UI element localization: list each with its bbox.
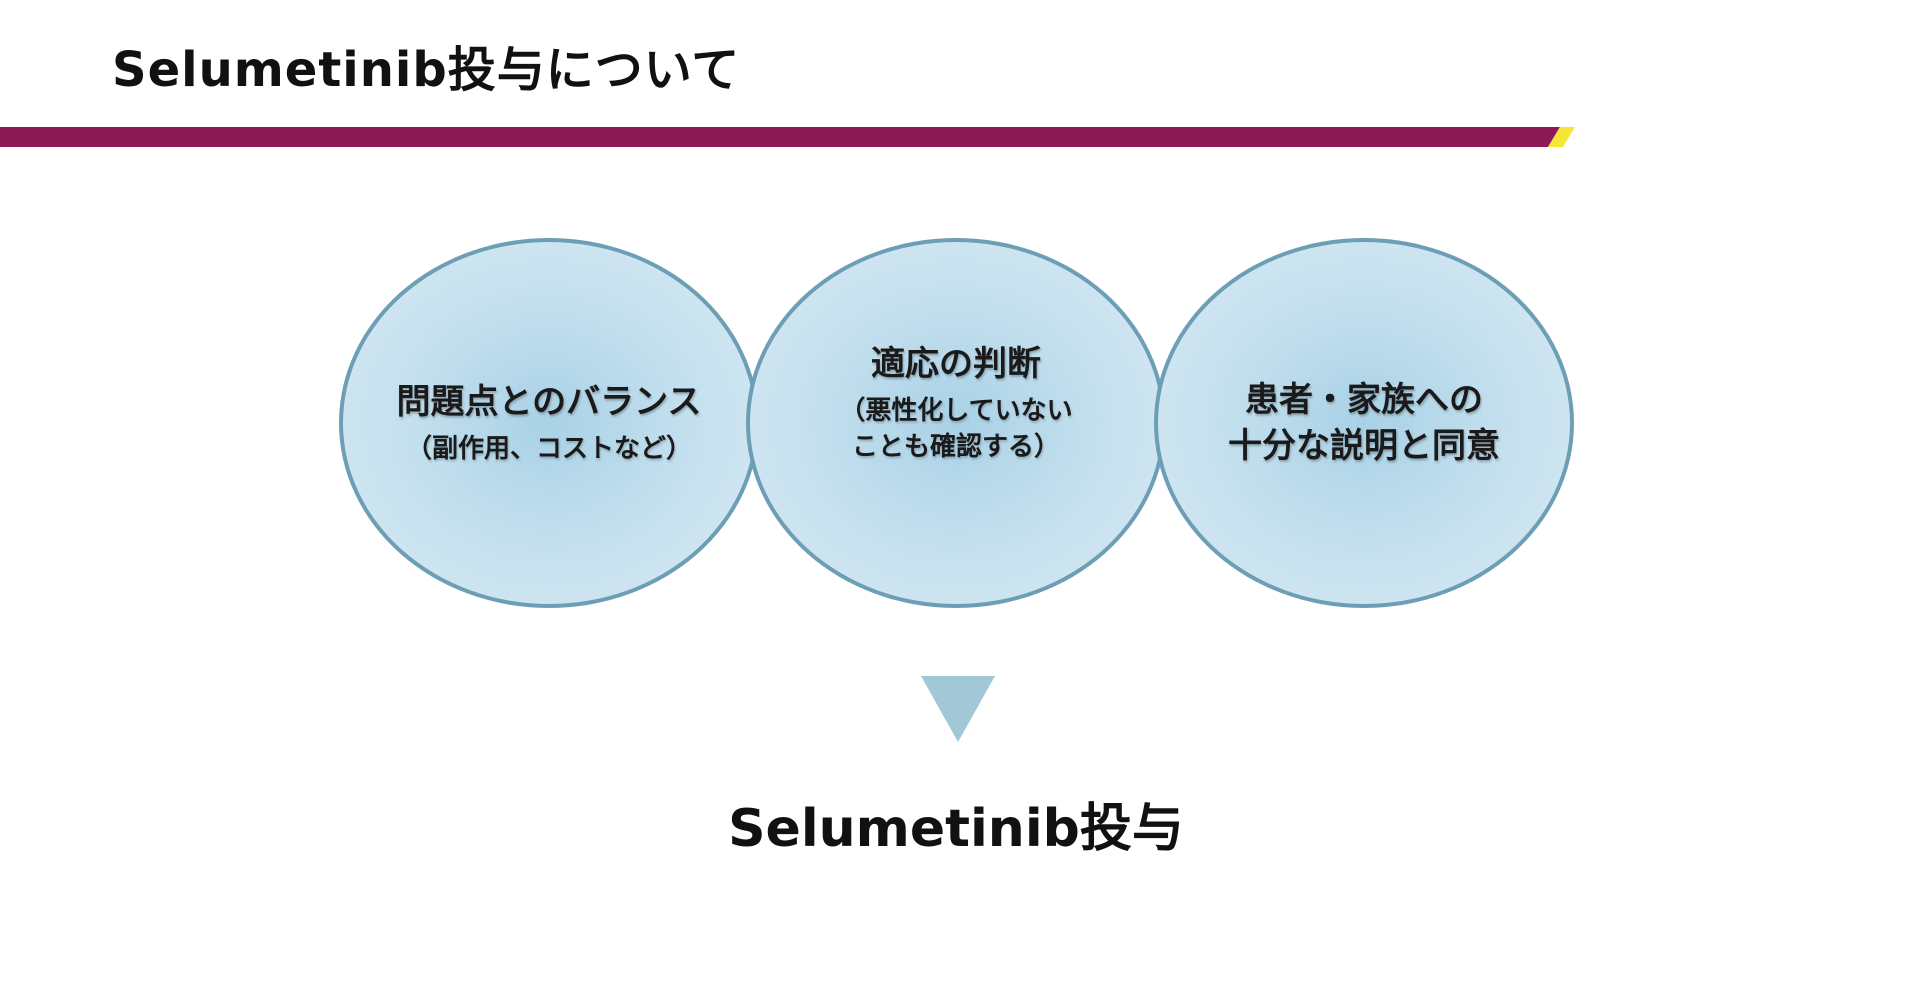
header-bar xyxy=(0,127,1575,147)
slide-title: Selumetinib投与について xyxy=(112,42,741,98)
consideration-circle-indication: 適応の判断 （悪性化していない ことも確認する） xyxy=(746,238,1166,608)
conclusion-text: Selumetinib投与 xyxy=(728,799,1184,859)
circle-sub-text: （悪性化していない ことも確認する） xyxy=(839,396,1073,462)
consideration-circle-balance: 問題点とのバランス （副作用、コストなど） xyxy=(339,238,759,608)
circle-main-text: 患者・家族への 十分な説明と同意 xyxy=(1228,380,1500,466)
header-bar-accent xyxy=(1548,127,1575,147)
consideration-circle-consent: 患者・家族への 十分な説明と同意 xyxy=(1154,238,1574,608)
circle-main-text: 適応の判断 xyxy=(871,344,1041,384)
header-bar-main xyxy=(0,127,1560,147)
circle-sub-text: （副作用、コストなど） xyxy=(405,434,692,464)
circle-main-text: 問題点とのバランス xyxy=(396,382,702,422)
triangle-down-icon xyxy=(921,676,995,742)
